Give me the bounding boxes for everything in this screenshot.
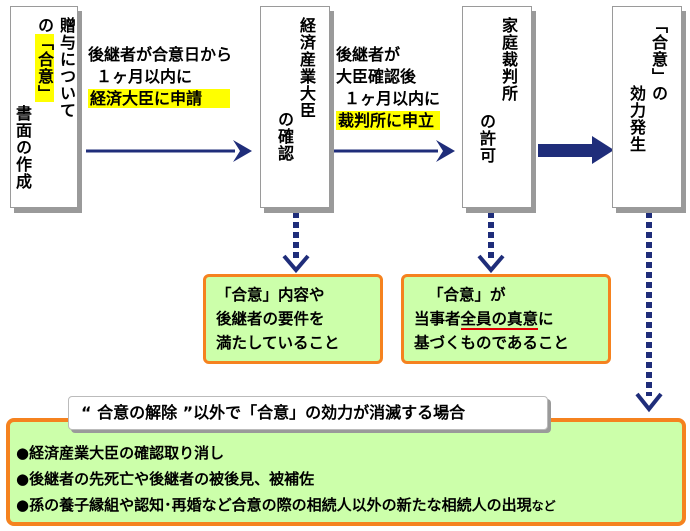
step1-col1: 贈与について [57, 17, 76, 119]
cancel-item-3: ●孫の養子縁組や認知･再婚など合意の際の相続人以外の新たな相続人の出現など [16, 492, 682, 519]
arrow1-line1: 後継者が合意日から [88, 45, 233, 64]
step1-col3: 書面の作成 [13, 105, 32, 190]
arrow2-label: 後継者が 大臣確認後 １ヶ月以内に 裁判所に申立 [336, 44, 441, 132]
cancel-item-1-text: 経済産業大臣の確認取り消し [29, 444, 225, 462]
arrow2-file-highlight: 裁判所に申立 [336, 111, 441, 130]
step3-col2: の許可 [477, 113, 496, 164]
req1-line3: 満たしていること [216, 334, 340, 352]
cancel-item-3-text: 孫の養子縁組や認知･再婚など合意の際の相続人以外の新たな相続人の出現 [29, 496, 532, 514]
arrow1-label: 後継者が合意日から １ヶ月以内に 経済大臣に申請 [88, 44, 232, 110]
arrow2-line1: 後継者が [336, 45, 401, 64]
step3-col1: 家庭裁判所 [499, 17, 518, 102]
step1-col2: の「合意」 [34, 17, 54, 207]
arrow1-line3-wrap: 経済大臣に申請 [88, 88, 232, 110]
bullet-icon: ● [16, 496, 30, 514]
step-agreement-document: 贈与について の「合意」 書面の作成 [10, 6, 78, 208]
arrow-to-ministry [86, 140, 252, 162]
arrow1-apply-highlight: 経済大臣に申請 [88, 89, 231, 108]
bullet-icon: ● [16, 470, 30, 488]
cancel-item-2-text: 後継者の先死亡や後継者の被後見、被補佐 [29, 470, 315, 488]
cancel-item-1: ●経済産業大臣の確認取り消し [16, 440, 682, 466]
step2-col2: の確認 [275, 111, 294, 162]
arrow2-line4-wrap: 裁判所に申立 [336, 110, 441, 132]
cancel-item-2: ●後継者の先死亡や後継者の被後見、被補佐 [16, 466, 682, 492]
step2-col1: 経済産業大臣 [297, 17, 316, 119]
step1-agreement-highlight: 「合意」 [35, 34, 54, 102]
ministry-requirement-box: 「合意」内容や 後継者の要件を 満たしていること [203, 274, 383, 364]
arrow-to-effect [538, 136, 614, 164]
dotted-arrow-ministry-requirement [282, 212, 310, 274]
arrow1-line2: １ヶ月以内に [96, 67, 193, 86]
court-requirement-box: 「合意」が 当事者全員の真意に 基づくものであること [401, 274, 611, 364]
cancel-item-3-suffix: など [531, 499, 556, 513]
req2-line2-pre: 当事者 [414, 310, 461, 328]
arrow2-line3: １ヶ月以内に [344, 89, 441, 108]
bullet-icon: ● [16, 444, 30, 462]
req2-line2-post: に [538, 310, 554, 328]
step1-col2-pre: の [35, 17, 54, 34]
req2-true-intent-underline: 全員の真意 [460, 310, 539, 330]
cancellation-title: “ 合意の解除 ”以外で「合意」の効力が消滅する場合 [68, 396, 548, 430]
req1-line2: 後継者の要件を [216, 310, 325, 328]
step4-col2: 効力発生 [627, 85, 646, 153]
step4-col1: 「合意」の [649, 17, 668, 102]
arrow2-line2: 大臣確認後 [336, 67, 417, 86]
cancellation-cases-box: ●経済産業大臣の確認取り消し ●後継者の先死亡や後継者の被後見、被補佐 ●孫の養… [6, 418, 686, 526]
dotted-arrow-effect-cancel [635, 212, 663, 413]
arrow-to-court [334, 140, 455, 162]
req1-line1: 「合意」内容や [216, 286, 325, 304]
step-effect-occurrence: 「合意」の 効力発生 [612, 6, 682, 208]
dotted-arrow-court-requirement [477, 212, 505, 274]
step-ministry-confirmation: 経済産業大臣 の確認 [260, 6, 330, 208]
step-court-permission: 家庭裁判所 の許可 [462, 6, 532, 208]
req2-line3: 基づくものであること [414, 334, 569, 352]
req2-line1: 「合意」が [428, 286, 506, 304]
req2-line2: 当事者全員の真意に [414, 307, 598, 331]
